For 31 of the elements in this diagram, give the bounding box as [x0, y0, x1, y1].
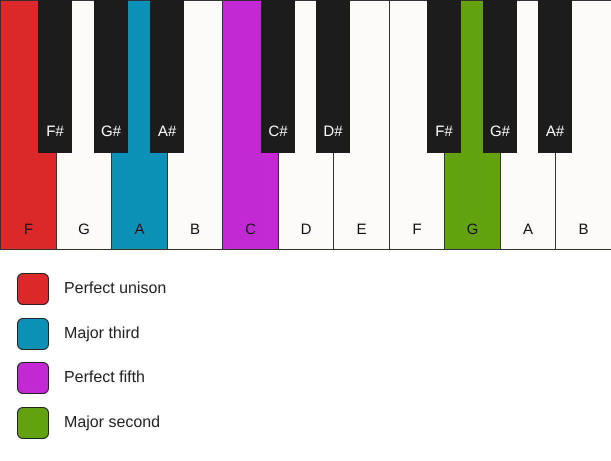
note-label: G# [488, 123, 511, 141]
note-label: D [300, 221, 312, 239]
note-label: B [577, 221, 590, 239]
sharp-key [261, 0, 295, 153]
legend-label: Perfect unison [64, 279, 166, 299]
sharp-key [316, 0, 350, 153]
note-label: G# [100, 123, 122, 141]
sharp-key [94, 0, 128, 153]
note-label: C# [267, 123, 289, 141]
note-label: A# [156, 123, 178, 141]
note-label: D# [322, 123, 344, 141]
note-label: B [188, 221, 201, 239]
legend-label: Major second [64, 412, 160, 432]
note-label: E [355, 221, 368, 239]
legend-label: Major third [64, 324, 140, 344]
sharp-key [150, 0, 184, 153]
note-label: G [77, 221, 91, 239]
sharp-key [538, 0, 572, 153]
sharp-key [427, 0, 461, 153]
legend-label: Perfect fifth [64, 368, 145, 388]
note-label: G [466, 221, 480, 239]
note-label: A# [544, 123, 566, 141]
sharp-key [483, 0, 517, 153]
note-label: A [522, 221, 534, 239]
note-label: F# [45, 123, 65, 141]
note-label: F# [434, 123, 454, 141]
note-label: A [133, 221, 146, 239]
note-label: C [244, 221, 257, 239]
note-label: F [411, 221, 423, 239]
note-label: F [22, 221, 34, 239]
sharp-key [38, 0, 72, 153]
